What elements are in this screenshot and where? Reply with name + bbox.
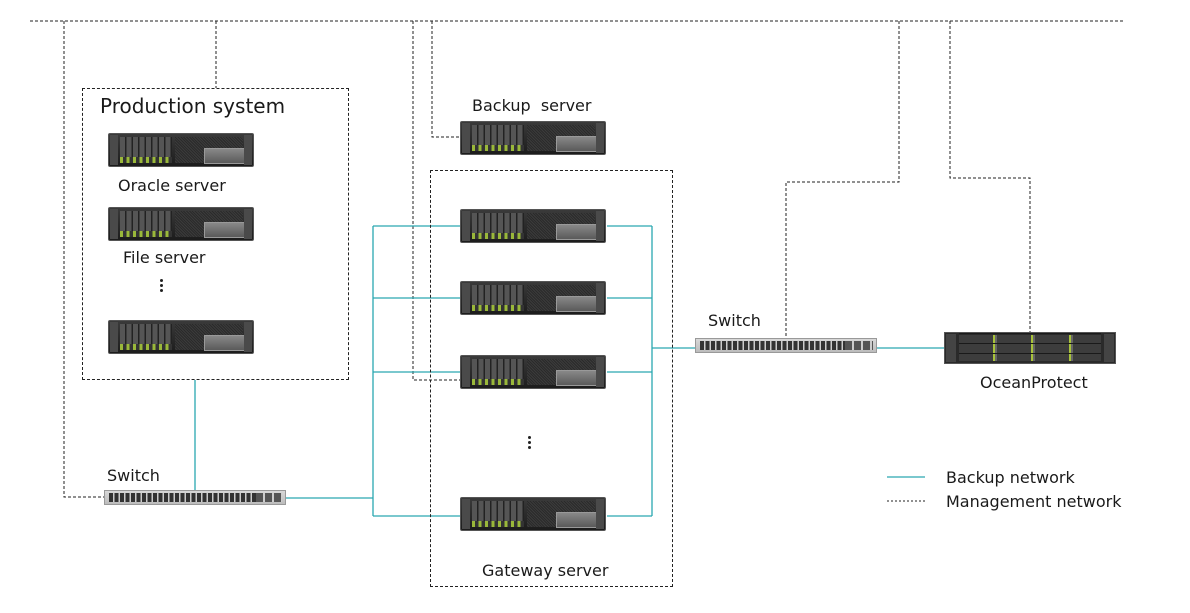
- production-system-group: [82, 88, 349, 380]
- legend-backup-network: Backup network: [946, 468, 1075, 487]
- gateway-ellipsis: [528, 434, 531, 451]
- management-network-lines: [30, 20, 1125, 498]
- left-switch-icon[interactable]: [104, 490, 286, 505]
- oracle-server-label: Oracle server: [118, 176, 226, 195]
- right-switch-label: Switch: [708, 311, 761, 330]
- gateway-server-group: [430, 170, 673, 587]
- gateway-server-icon-1[interactable]: [460, 209, 606, 243]
- left-switch-label: Switch: [107, 466, 160, 485]
- gateway-server-title: Gateway server: [482, 561, 609, 580]
- mgmt-to-gateway: [412, 21, 460, 381]
- oracle-server-icon[interactable]: [108, 133, 254, 167]
- production-ellipsis: [160, 277, 163, 294]
- gateway-server-icon-3[interactable]: [460, 355, 606, 389]
- mgmt-to-backup-server: [431, 21, 460, 138]
- gateway-server-icon-2[interactable]: [460, 281, 606, 315]
- mgmt-to-left-switch: [63, 21, 104, 498]
- mgmt-to-oceanprotect: [949, 21, 1031, 333]
- legend-management-network: Management network: [946, 492, 1122, 511]
- backup-network-lines: [194, 225, 945, 517]
- mgmt-to-right-switch: [785, 21, 900, 338]
- legend-lines: [887, 476, 925, 502]
- production-system-title: Production system: [100, 94, 286, 118]
- oceanprotect-storage-icon[interactable]: [944, 332, 1116, 364]
- backup-server-icon[interactable]: [460, 121, 606, 155]
- right-switch-icon[interactable]: [695, 338, 877, 353]
- file-server-label: File server: [123, 248, 206, 267]
- oceanprotect-label: OceanProtect: [980, 373, 1088, 392]
- file-server-icon[interactable]: [108, 207, 254, 241]
- production-server-icon[interactable]: [108, 320, 254, 354]
- gateway-server-icon-4[interactable]: [460, 497, 606, 531]
- backup-server-label: Backup server: [472, 96, 592, 115]
